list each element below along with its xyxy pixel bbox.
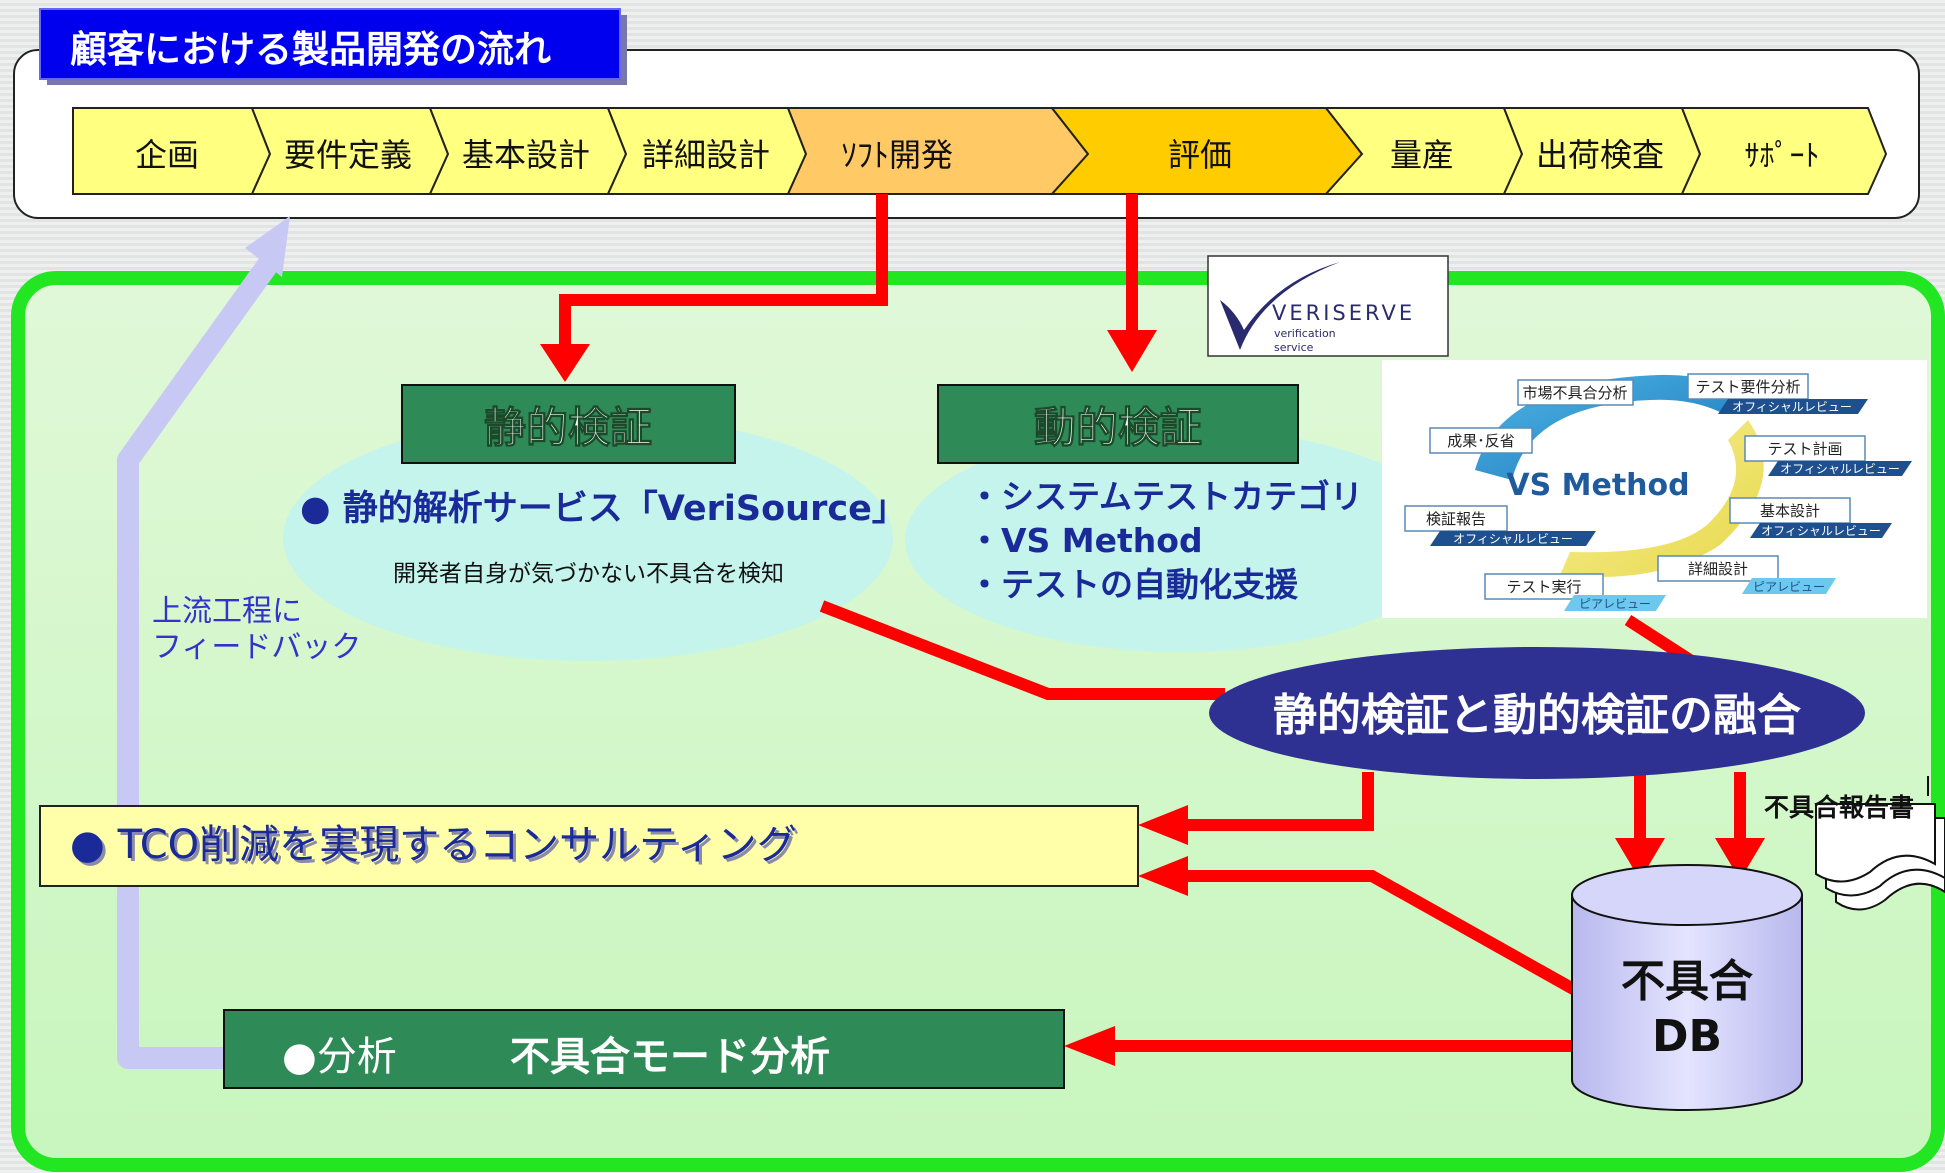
- process-label: 詳細設計: [642, 136, 770, 174]
- process-label: 量産: [1390, 136, 1454, 174]
- vs-method-diagram: VS Method 市場不具合分析 テスト要件分析 オフィシャルレビュー テスト…: [1382, 360, 1927, 618]
- vs-node-tag: オフィシャルレビュー: [1453, 532, 1573, 546]
- red-arrows: [559, 194, 1746, 1052]
- fusion-ellipse: [1209, 647, 1865, 779]
- analysis-box: [223, 1009, 1065, 1089]
- dynamic-item: ・システムテストカテゴリ: [968, 477, 1363, 516]
- vs-node: 詳細設計: [1688, 560, 1748, 578]
- static-bullet: ● 静的解析サービス「VeriSource」: [300, 489, 907, 529]
- process-label: ｻﾎﾟｰﾄ: [1745, 139, 1820, 174]
- vs-node-tag: ピアレビュー: [1753, 580, 1825, 594]
- process-label: ｿﾌﾄ開発: [841, 136, 953, 174]
- tco-shadow: ● TCO削減を実現するコンサルティング: [73, 825, 800, 871]
- fusion-label: 静的検証と動的検証の融合: [1273, 690, 1801, 741]
- tco-box: [39, 805, 1139, 887]
- static-description: 開発者自身が気づかない不具合を検知: [393, 561, 784, 587]
- analysis-main: 不具合モード分析: [510, 1034, 830, 1080]
- vs-node: 成果･反省: [1447, 432, 1515, 450]
- logo-tagline: service: [1274, 341, 1314, 354]
- feedback-label: 上流工程に: [152, 594, 302, 629]
- dynamic-item: ・テストの自動化支援: [968, 565, 1299, 604]
- process-label: 企画: [135, 136, 199, 174]
- analysis-prefix: ●分析: [282, 1034, 397, 1080]
- vs-node-tag: ピアレビュー: [1579, 597, 1651, 611]
- vs-node: テスト実行: [1506, 578, 1581, 596]
- dynamic-header-box: [937, 384, 1299, 464]
- vs-node: 基本設計: [1760, 502, 1820, 520]
- red-arrowheads: [540, 330, 1765, 1066]
- vs-node: 市場不具合分析: [1522, 384, 1627, 402]
- tco-label: ● TCO削減を実現するコンサルティング: [70, 822, 797, 868]
- logo-swoosh-icon: [1220, 262, 1340, 350]
- dynamic-bubble: [905, 428, 1455, 652]
- db-cylinder: [1571, 864, 1803, 1111]
- vs-node: テスト要件分析: [1695, 378, 1800, 396]
- db-label: 不具合: [1621, 956, 1753, 1007]
- vs-method-center: VS Method: [1506, 468, 1689, 503]
- page-title: 顧客における製品開発の流れ: [70, 28, 551, 71]
- process-label: 出荷検査: [1536, 136, 1664, 174]
- db-label: DB: [1652, 1011, 1722, 1062]
- static-bubble: [283, 415, 893, 661]
- vs-node-tag: オフィシャルレビュー: [1761, 524, 1881, 538]
- vs-node-tag: オフィシャルレビュー: [1780, 462, 1900, 476]
- feedback-label: フィードバック: [152, 630, 361, 665]
- vs-node: テスト計画: [1767, 440, 1842, 458]
- process-label: 評価: [1168, 136, 1232, 174]
- veriserve-logo: VERISERVE verification service: [1207, 255, 1449, 357]
- static-header-box: [401, 384, 736, 464]
- vs-node-tag: オフィシャルレビュー: [1732, 400, 1852, 414]
- logo-name: VERISERVE: [1272, 301, 1415, 325]
- report-document-icon: [1815, 776, 1945, 911]
- process-label: 要件定義: [284, 136, 412, 174]
- dynamic-header: 動的検証: [1034, 403, 1202, 452]
- static-header: 静的検証: [484, 403, 652, 452]
- process-label: 基本設計: [462, 136, 590, 174]
- process-step-support: [1680, 107, 1888, 195]
- vs-node: 検証報告: [1426, 510, 1486, 528]
- dynamic-item: ・VS Method: [968, 521, 1203, 560]
- feedback-arrow: [117, 216, 290, 1069]
- report-label: 不具合報告書: [1764, 793, 1914, 822]
- logo-tagline: verification: [1274, 327, 1336, 340]
- title-tab: [39, 8, 621, 80]
- process-flow: 企画 要件定義 基本設計 詳細設計 ｿﾌﾄ開発 評価 量産 出荷検査 ｻﾎﾟｰﾄ: [72, 107, 1888, 195]
